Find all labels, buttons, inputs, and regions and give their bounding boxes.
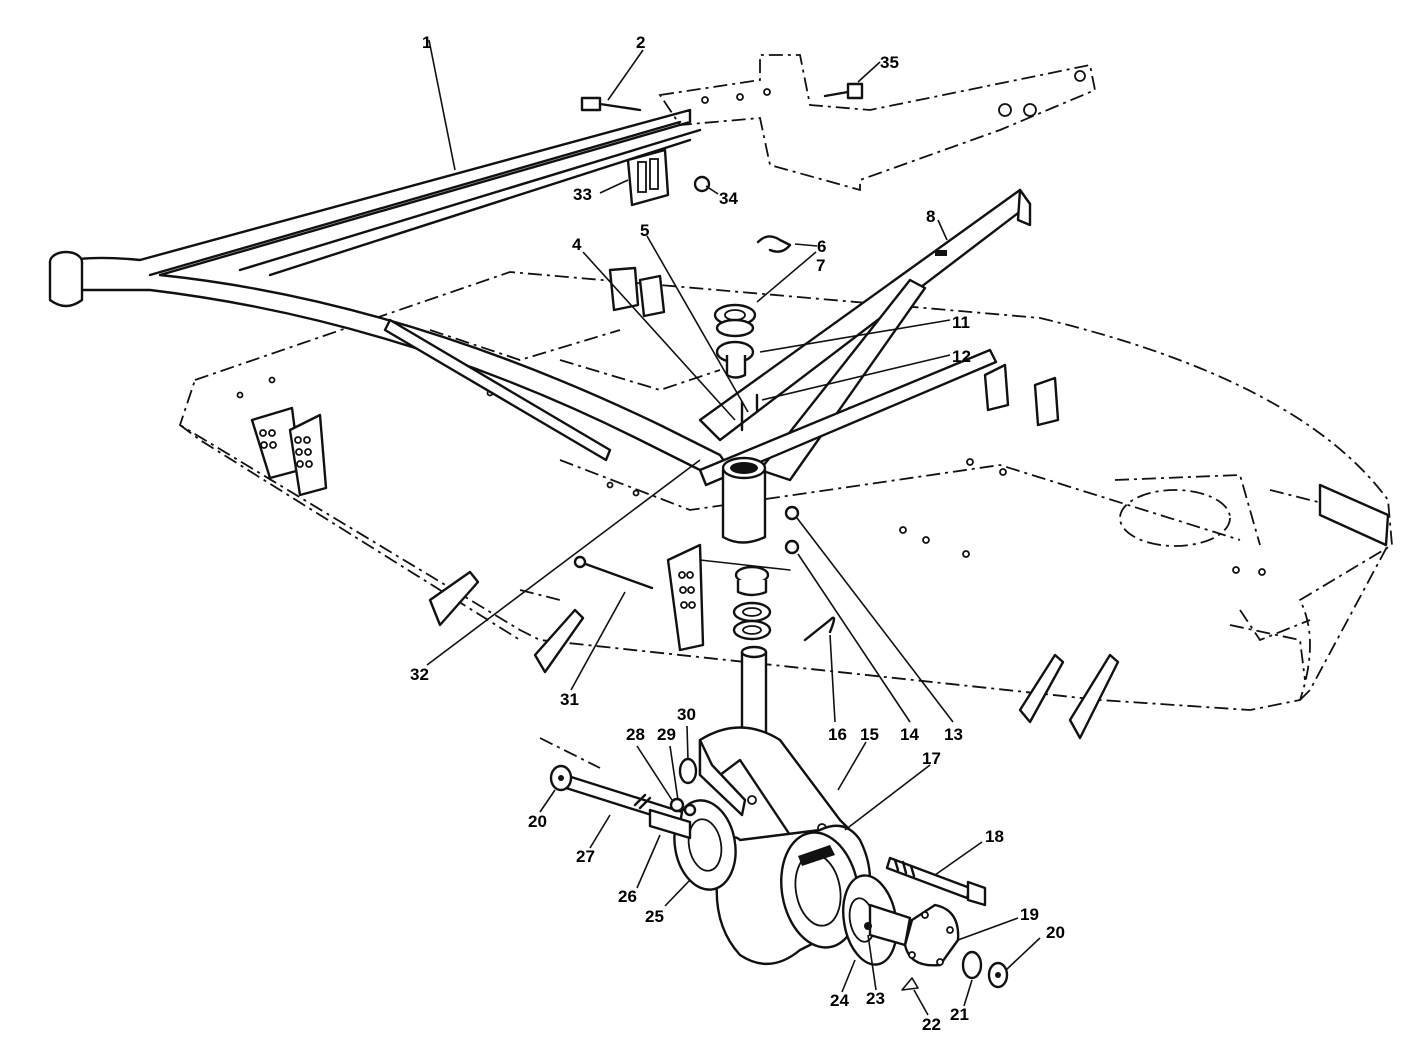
callout-32: 32 (410, 665, 429, 684)
part-34-nut (693, 175, 711, 193)
callout-28: 28 (626, 725, 645, 744)
callout-17: 17 (922, 749, 941, 768)
callout-24: 24 (830, 991, 849, 1010)
callout-23: 23 (866, 989, 885, 1008)
callout-1: 1 (422, 33, 431, 52)
callout-16: 16 (828, 725, 847, 744)
callout-13: 13 (944, 725, 963, 744)
caster-assembly (539, 726, 1009, 991)
callout-6: 6 (817, 237, 826, 256)
part-33-pad (626, 148, 670, 207)
callout-22: 22 (922, 1015, 941, 1034)
callout-21: 21 (950, 1005, 969, 1024)
callout-15: 15 (860, 725, 879, 744)
callout-31: 31 (560, 690, 579, 709)
hitch-bracket-phantom (658, 54, 1097, 192)
callout-33: 33 (573, 185, 592, 204)
callout-35: 35 (880, 53, 899, 72)
callout-30: 30 (677, 705, 696, 724)
callout-18: 18 (985, 827, 1004, 846)
part-35-bolt (823, 82, 864, 100)
part-2-bolt (580, 96, 642, 112)
callout-4: 4 (572, 235, 582, 254)
callout-34: 34 (719, 189, 738, 208)
callout-leaders (426, 39, 1041, 1016)
callout-14: 14 (900, 725, 919, 744)
callout-20-right: 20 (1046, 923, 1065, 942)
spindle-stack (573, 235, 836, 746)
callout-20-left: 20 (528, 812, 547, 831)
callout-2: 2 (636, 33, 645, 52)
callout-12: 12 (952, 347, 971, 366)
callout-19: 19 (1020, 905, 1039, 924)
callout-27: 27 (576, 847, 595, 866)
callout-7: 7 (816, 256, 825, 275)
mower-frame (48, 108, 1032, 487)
callout-8: 8 (926, 207, 935, 226)
mower-deck-outline (178, 271, 1393, 711)
deck-side-brackets (250, 266, 1390, 740)
callout-11: 11 (952, 313, 970, 332)
callout-29: 29 (657, 725, 676, 744)
callout-labels: 1 2 35 33 34 4 5 6 7 8 11 12 32 31 16 14… (410, 33, 1065, 1034)
callout-5: 5 (640, 221, 649, 240)
callout-25: 25 (645, 907, 664, 926)
callout-26: 26 (618, 887, 637, 906)
